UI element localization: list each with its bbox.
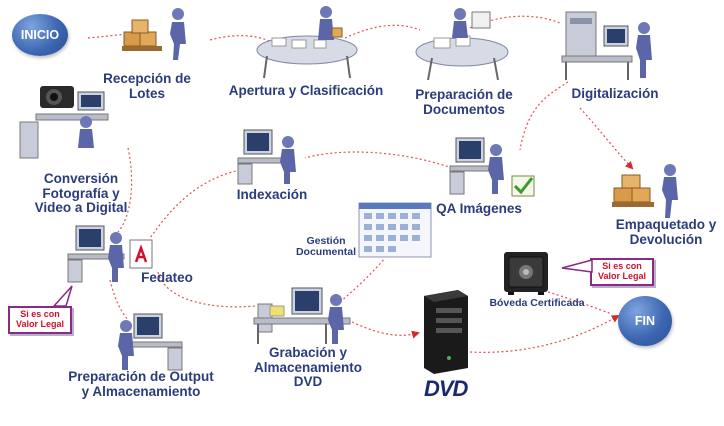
dvd-tower-server-icon bbox=[424, 290, 468, 374]
arrow-digitalizacion-qa bbox=[519, 81, 569, 151]
dvd-logo: DVD bbox=[424, 376, 468, 401]
safe-icon bbox=[504, 252, 548, 295]
arrow-fedateo-output bbox=[109, 279, 129, 321]
computer-workstation-icon bbox=[237, 129, 296, 185]
notary-workstation-icon bbox=[67, 225, 153, 283]
arrow-qa-indexacion bbox=[304, 151, 453, 169]
qa-workstation-icon bbox=[449, 137, 535, 197]
step-digitalizacion-label: Digitalización bbox=[571, 86, 659, 101]
arrow-preparacion-digitalizacion bbox=[469, 15, 563, 29]
step-recepcion-label: Recepción de Lotes bbox=[103, 71, 191, 101]
callout-pointer-left bbox=[52, 285, 73, 307]
person-with-boxes-icon bbox=[122, 8, 186, 60]
arrow-grabacion-gestion bbox=[339, 257, 386, 303]
sorting-table-icon bbox=[256, 6, 358, 79]
legal-value-callout-right: Si es con Valor Legal bbox=[590, 258, 655, 286]
step-gestion-label: Gestión Documental bbox=[295, 235, 357, 259]
end-terminal: FIN bbox=[618, 296, 672, 346]
step-boveda-label: Bóveda Certificada bbox=[489, 297, 585, 309]
arrow-digitalizacion-empaquetado bbox=[579, 107, 634, 170]
legal-value-callout-left: Si es con Valor Legal bbox=[8, 306, 73, 334]
arrow-fedateo-grabacion bbox=[157, 271, 256, 308]
start-terminal: INICIO bbox=[12, 14, 68, 56]
arrow-boveda-fin bbox=[547, 291, 613, 315]
arrow-tower-fin bbox=[469, 314, 620, 353]
step-output-label: Preparación de Output y Almacenamiento bbox=[68, 369, 214, 399]
scanner-station-icon bbox=[561, 11, 652, 80]
arrow-indexacion-fedateo bbox=[149, 169, 241, 239]
document-management-screen-icon bbox=[358, 202, 432, 258]
step-grabacion-label: Grabación y Almacenamiento DVD bbox=[253, 345, 363, 390]
camera-workstation-icon bbox=[19, 86, 109, 159]
step-empaquetado-label: Empaquetado y Devolución bbox=[615, 217, 717, 247]
packing-boxes-icon bbox=[612, 164, 678, 218]
step-apertura-label: Apertura y Clasificación bbox=[228, 83, 384, 98]
step-qa-label: QA Imágenes bbox=[436, 201, 522, 216]
step-preparacion-label: Preparación de Documentos bbox=[415, 87, 513, 117]
step-fedateo-label: Fedateo bbox=[141, 270, 193, 285]
step-conversion-label: Conversión Fotografía y Video a Digital bbox=[34, 171, 128, 216]
callout-pointer-right bbox=[561, 259, 593, 273]
dvd-burning-desk-icon bbox=[253, 287, 351, 344]
arrow-conversion-fedateo bbox=[117, 147, 133, 233]
arrow-grabacion-tower bbox=[351, 321, 420, 339]
document-prep-table-icon bbox=[415, 8, 509, 81]
step-indexacion-label: Indexación bbox=[236, 187, 308, 202]
output-workstation-icon bbox=[118, 313, 183, 371]
